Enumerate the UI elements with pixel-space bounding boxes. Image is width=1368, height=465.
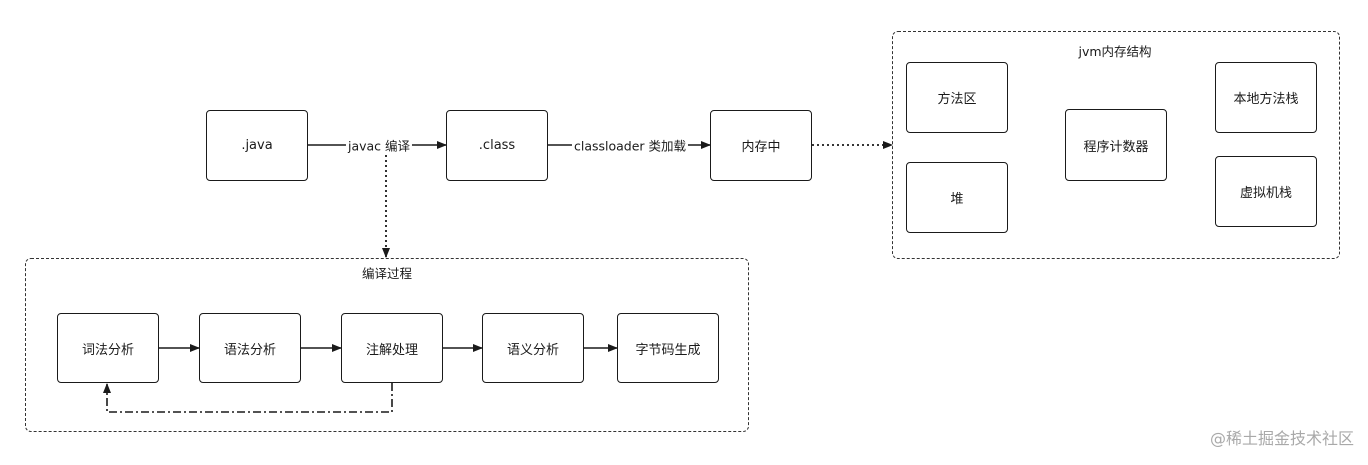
heap-label: 堆 [950, 192, 964, 207]
jvm-memory-title: jvm内存结构 [1078, 44, 1152, 59]
vm-stack-label: 虚拟机栈 [1239, 186, 1292, 201]
semantic-analysis-label: 语义分析 [506, 342, 559, 358]
native-method-stack-label: 本地方法栈 [1233, 92, 1299, 107]
native-method-stack-node: 本地方法栈 [1215, 62, 1317, 133]
program-counter-label: 程序计数器 [1083, 139, 1149, 155]
classloader-edge-label: classloader 类加载 [571, 135, 689, 155]
bytecode-generation-node: 字节码生成 [617, 313, 719, 383]
annotation-processing-label: 注解处理 [365, 342, 418, 358]
site-watermark: @稀土掘金技术社区 [1209, 429, 1354, 448]
lexical-analysis-node: 词法分析 [57, 313, 159, 383]
bytecode-generation-label: 字节码生成 [635, 342, 701, 358]
semantic-analysis-node: 语义分析 [482, 313, 584, 383]
lexical-analysis-label: 词法分析 [81, 342, 134, 358]
java-source-label: .java [241, 138, 273, 153]
compile-process-group [25, 258, 749, 432]
java-source-node: .java [206, 110, 308, 181]
in-memory-label: 内存中 [741, 140, 781, 155]
class-file-node: .class [446, 110, 548, 181]
method-area-node: 方法区 [906, 62, 1008, 133]
annotation-processing-node: 注解处理 [341, 313, 443, 383]
jvm-memory-group [892, 31, 1340, 259]
compile-process-title: 编译过程 [361, 266, 413, 281]
annotation-feedback-loop-arrow [103, 383, 393, 413]
program-counter-node: 程序计数器 [1065, 109, 1167, 181]
vm-stack-node: 虚拟机栈 [1215, 156, 1317, 227]
heap-node: 堆 [906, 162, 1008, 233]
in-memory-node: 内存中 [710, 110, 812, 181]
javac-compile-edge-label: javac 编译 [345, 135, 413, 155]
method-area-label: 方法区 [937, 92, 977, 107]
syntax-analysis-node: 语法分析 [199, 313, 301, 383]
syntax-analysis-label: 语法分析 [223, 342, 276, 358]
class-file-label: .class [478, 138, 516, 153]
